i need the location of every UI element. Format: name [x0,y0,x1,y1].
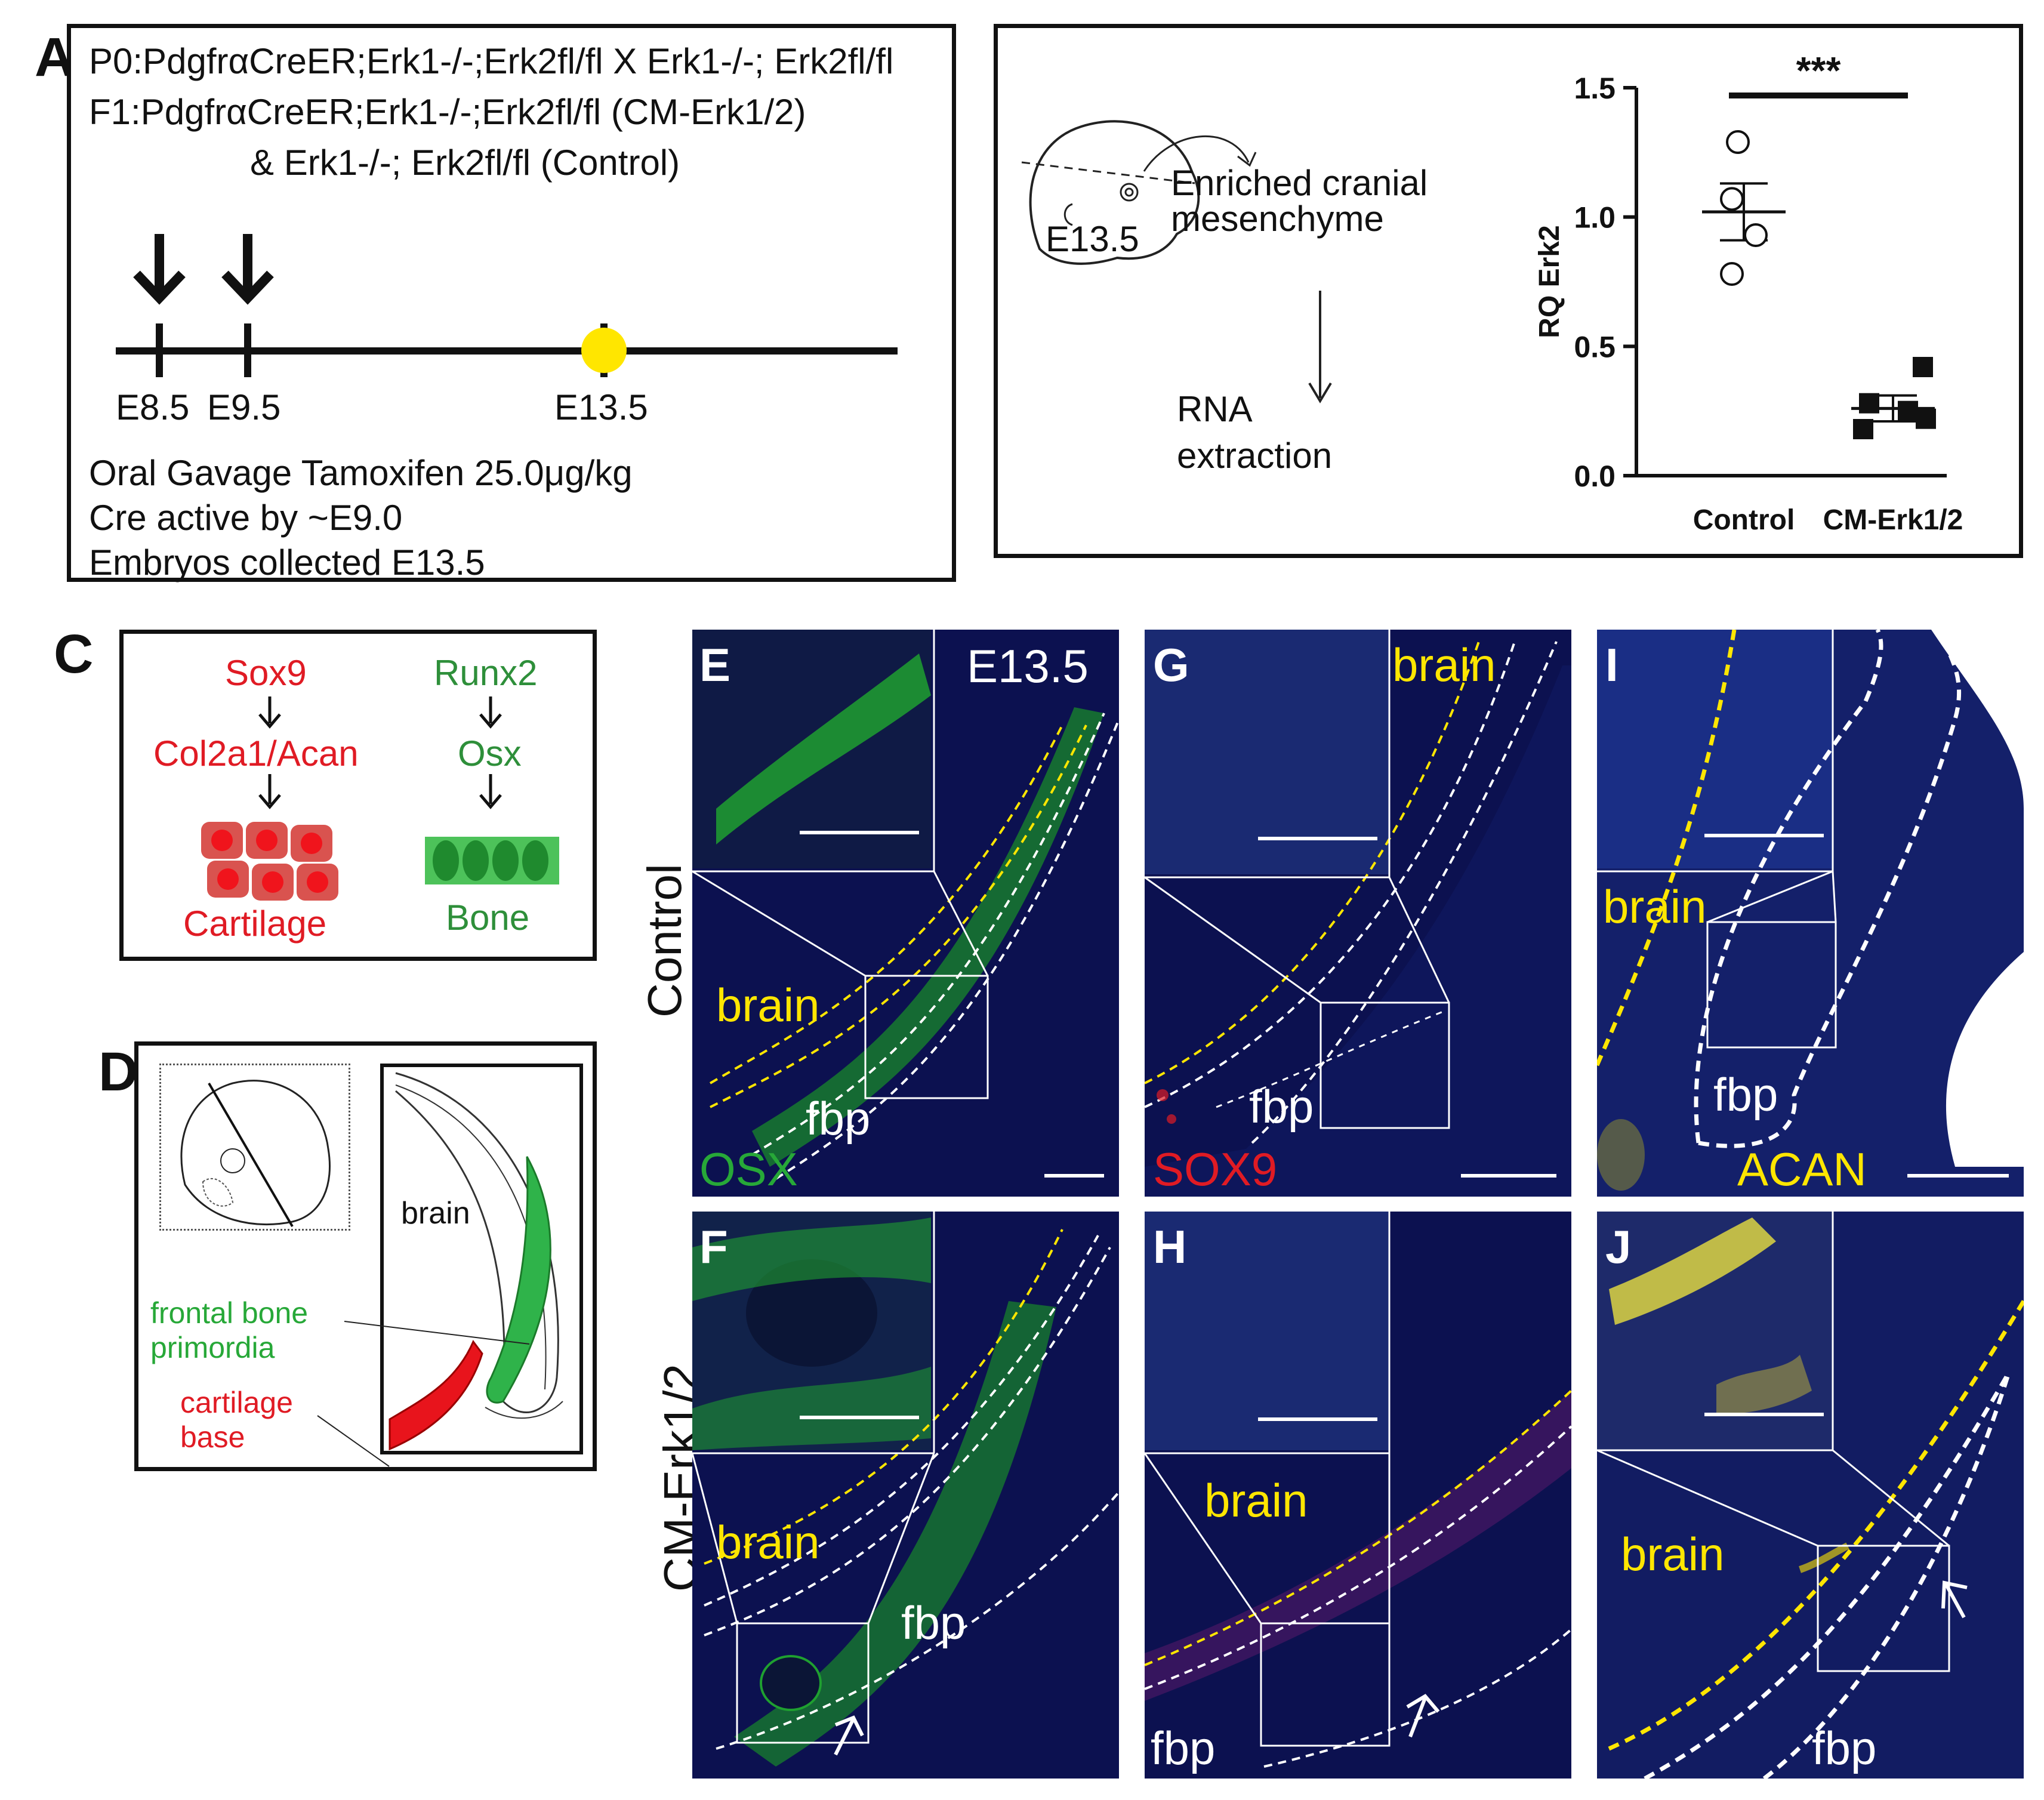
data-point [1720,187,1744,211]
panel-b-step-2: RNA extraction [1177,389,1333,476]
y-tick-label: 1.5 [1574,72,1616,105]
e-fbp-label: fbp [806,1092,871,1145]
frontal-section-diagram [389,1072,563,1451]
e-stage-label: E13.5 [967,640,1089,692]
panel-a-control-line: & Erk1-/-; Erk2fl/fl (Control) [250,143,680,183]
cartilage-label: Cartilage [183,904,327,944]
bone-cells-icon [425,837,559,884]
j-fbp-label: fbp [1812,1722,1877,1774]
f-panel-letter: F [699,1220,728,1273]
h-fbp-label: fbp [1151,1722,1216,1774]
data-point [1720,262,1744,286]
cartilage-cells-icon [201,822,338,901]
panel-b-step-1: Enriched cranial mesenchyme [1171,163,1428,239]
h-panel-letter: H [1153,1220,1187,1273]
significance-stars: *** [1796,49,1841,92]
d-cartilage-label: cartilage base [180,1386,293,1454]
y-tick-label: 1.0 [1574,201,1616,235]
pathway-arrows [201,696,559,901]
bone-label: Bone [446,898,530,938]
panel-a-f1-line: F1:PdgfrαCreER;Erk1-/-;Erk2fl/fl (CM-Erk… [89,92,806,132]
d-leader-lines [317,1321,530,1467]
arrow-e85 [133,234,186,305]
data-point [1913,357,1933,377]
y-tick-label: 0.0 [1574,460,1616,493]
data-point [1744,223,1768,247]
d-section-frame [380,1064,583,1454]
tick-e95: E9.5 [207,387,281,427]
collection-dot [581,328,627,373]
micrograph-g: G brain fbp SOX9 [1145,630,1571,1197]
panel-c-box: Sox9 Runx2 Col2a1/Acan Osx Car [119,630,597,961]
panel-a-note-2: Cre active by ~E9.0 [89,498,403,538]
x-category-label: Control [1693,504,1795,536]
embryo-section-sketch [180,1080,331,1228]
sox9-label: Sox9 [225,653,307,693]
panel-b-box: E13.5 Enriched cranial mesenchyme RNA ex… [994,24,2023,558]
j-panel-letter: J [1605,1220,1632,1273]
i-fbp-label: fbp [1713,1068,1778,1121]
panel-label-c: C [54,624,94,685]
tick-e85: E8.5 [116,387,190,427]
x-category-label: CM-Erk1/2 [1823,504,1963,536]
panel-d-box: brain frontal bone primordia cartilage b… [134,1041,597,1471]
panel-a-note-1: Oral Gavage Tamoxifen 25.0μg/kg [89,453,633,493]
g-panel-letter: G [1153,639,1189,691]
d-fbp-label: frontal bone primordia [150,1296,309,1364]
panel-a-box: P0:PdgfrαCreER;Erk1-/-;Erk2fl/fl X Erk1-… [67,24,956,582]
i-brain-label: brain [1603,880,1707,933]
data-point [1859,393,1879,414]
micrograph-f: F brain fbp [692,1212,1119,1779]
data-point [1726,130,1750,154]
workflow-arrow [1308,291,1332,403]
g-sox9-stain-label: SOX9 [1153,1143,1278,1195]
e-osx-stain-label: OSX [699,1143,798,1195]
panel-a-cross-line: P0:PdgfrαCreER;Erk1-/-;Erk2fl/fl X Erk1-… [89,41,894,81]
e-brain-label: brain [716,979,820,1031]
f-brain-label: brain [716,1516,820,1568]
g-fbp-label: fbp [1249,1080,1314,1133]
col2a1-acan-label: Col2a1/Acan [153,733,359,773]
data-point [1853,419,1873,439]
panel-b-stage: E13.5 [1046,219,1139,259]
data-point [1898,400,1918,421]
d-brain-label: brain [401,1196,470,1231]
runx2-label: Runx2 [434,653,538,693]
h-brain-label: brain [1204,1474,1308,1527]
panel-label-d: D [98,1041,138,1102]
tick-e135: E13.5 [554,387,648,427]
y-axis-label: RQ Erk2 [1534,225,1565,338]
micrograph-i: I brain fbp ACAN [1597,630,2024,1197]
y-tick-label: 0.5 [1574,330,1616,363]
arrow-e95 [221,234,274,305]
g-brain-label: brain [1392,639,1496,691]
embryo-head-sketch [1021,120,1257,265]
micrograph-e: E E13.5 brain fbp OSX [692,630,1119,1197]
osx-label: Osx [458,733,522,773]
panel-a-timeline [116,234,898,377]
e-panel-letter: E [699,639,731,691]
micrograph-j: J brain fbp [1597,1212,2024,1779]
i-panel-letter: I [1605,639,1618,691]
d-inset-frame [159,1064,350,1231]
panel-a-note-3: Embryos collected E13.5 [89,543,485,582]
data-point [1916,408,1936,429]
row-label-control: Control [637,864,691,1018]
j-brain-label: brain [1621,1528,1725,1580]
f-fbp-label: fbp [901,1596,966,1649]
micrograph-h: H brain fbp [1145,1212,1571,1779]
i-acan-stain-label: ACAN [1737,1143,1867,1195]
